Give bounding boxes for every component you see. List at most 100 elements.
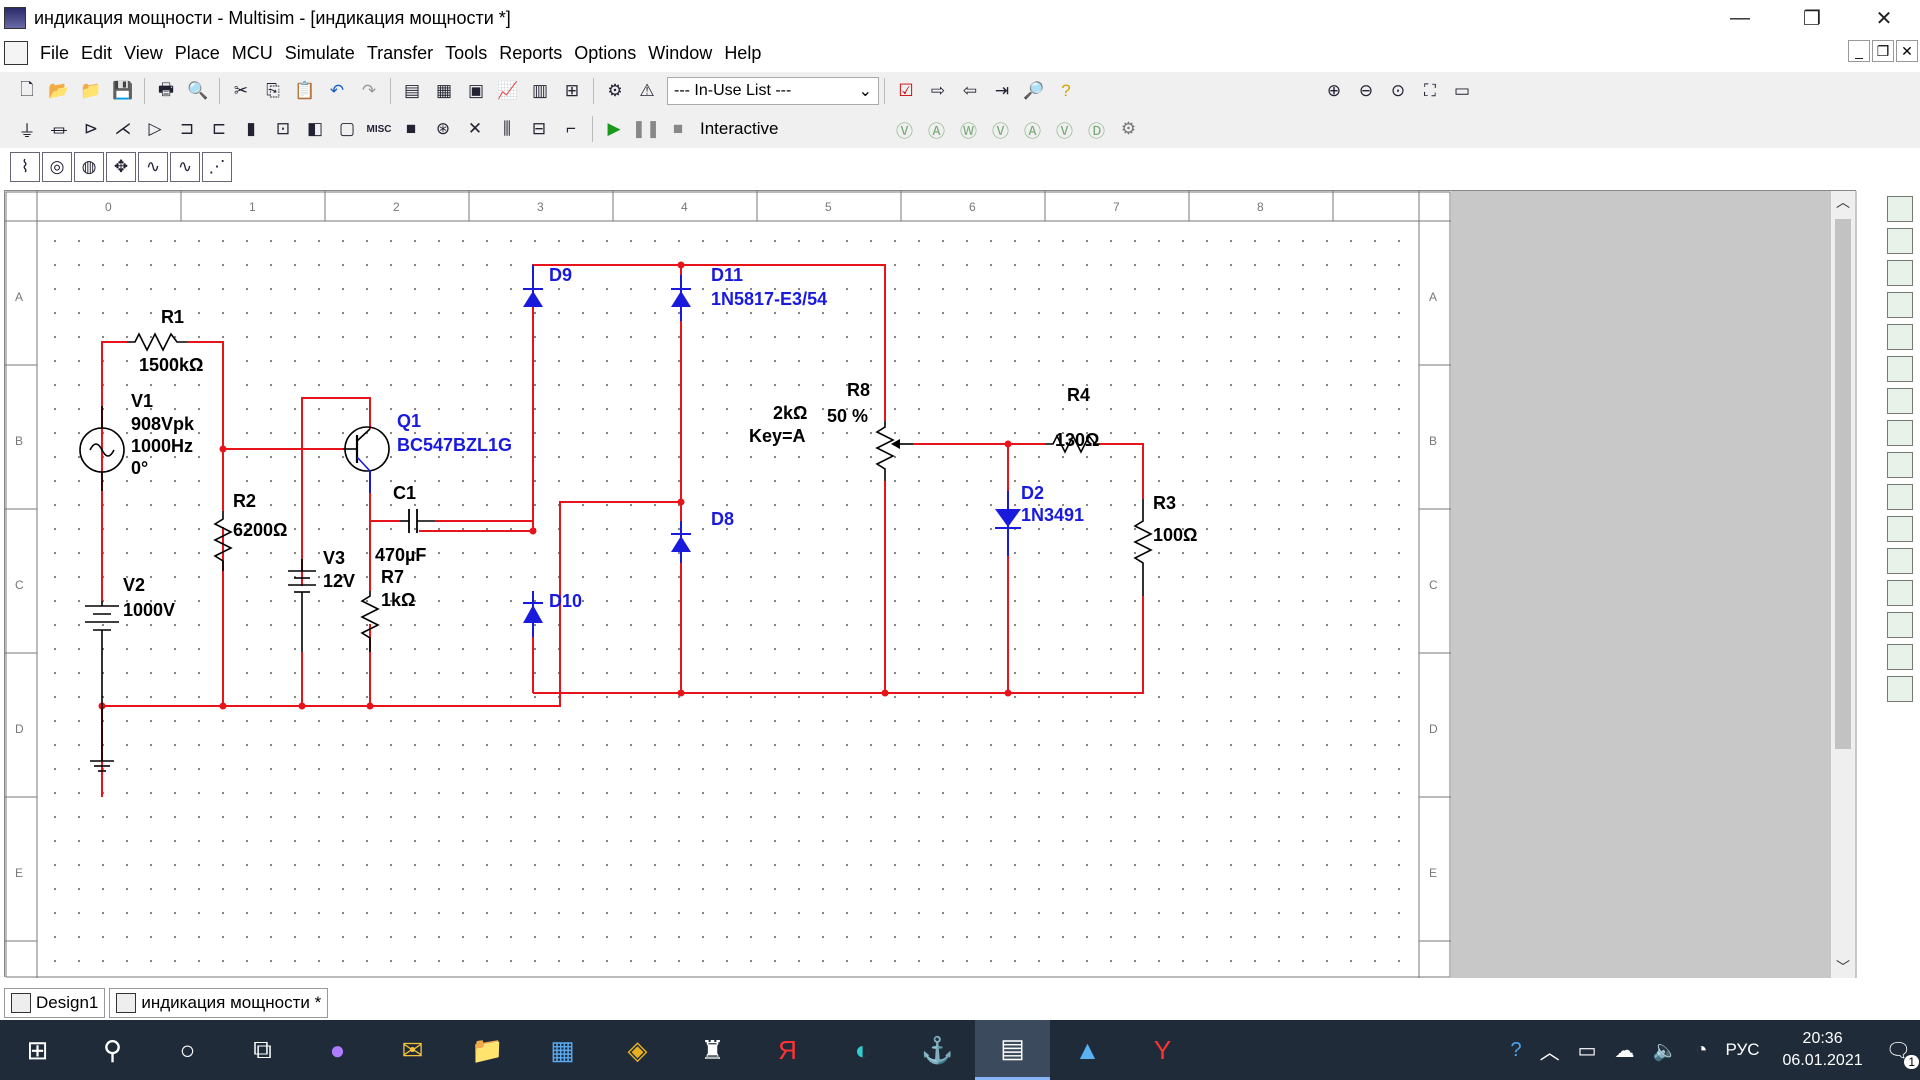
probe-settings-icon[interactable]: ⚙ [1120,119,1137,138]
postprocessor-icon[interactable]: ▥ [531,81,549,100]
wattmeter-icon[interactable] [1887,260,1913,286]
game-launcher-icon[interactable]: ◈ [627,1034,648,1065]
dc-source-v2[interactable]: V2 1000V [85,575,175,706]
resistor-r2[interactable]: R2 6200Ω [213,491,287,571]
backannotate-icon[interactable]: ⇦ [962,81,978,100]
search-icon[interactable]: ⚲ [102,1034,123,1065]
network-analyzer-icon[interactable] [1887,612,1913,638]
analysis-view-icon[interactable]: ∿ [170,152,200,182]
resistor-r4[interactable]: R4 130Ω [1045,385,1100,454]
component-wizard-icon[interactable]: ⚙ [607,81,623,100]
scroll-down-icon[interactable]: ﹀ [1836,959,1850,975]
probe-diff-voltage-icon[interactable]: Ⓥ [991,121,1009,141]
logic-converter-icon[interactable] [1887,452,1913,478]
find-examples-icon[interactable]: 🔎 [1023,81,1045,100]
forward-annotate-icon[interactable]: ⇥ [994,81,1010,100]
ground-symbol[interactable] [90,706,114,772]
menu-simulate[interactable]: Simulate [284,42,355,63]
in-use-list-dropdown[interactable]: --- In-Use List --- ⌄ [667,77,879,105]
cortana-icon[interactable]: ○ [179,1034,196,1065]
mdi-minimize-button[interactable]: _ [1848,40,1870,62]
world-of-warships-icon[interactable]: ⚓ [921,1034,954,1065]
minimize-button[interactable]: — [1730,6,1750,29]
zoom-in-icon[interactable]: ⊕ [1326,81,1342,100]
new-icon[interactable]: 🗋 [20,79,34,99]
erc-icon[interactable]: ☑ [898,81,914,100]
current-probe-icon[interactable] [1887,676,1913,702]
restore-button[interactable]: ❐ [1803,7,1821,30]
toggle-design-toolbox-icon[interactable]: ▤ [403,81,421,100]
menu-tools[interactable]: Tools [445,42,488,63]
wave-view-icon[interactable]: ∿ [138,152,168,182]
edge-icon[interactable]: ◐ [854,1034,871,1065]
electrical-rules-icon[interactable]: ⚠ [639,81,655,100]
full-screen-icon[interactable]: ▭ [1453,81,1471,100]
place-rf-icon[interactable]: ⊛ [435,119,451,138]
diode-d8[interactable]: D8 [671,509,734,563]
menu-file[interactable]: File [40,42,70,63]
menu-options[interactable]: Options [574,42,637,63]
place-basic-icon[interactable]: ⏛ [50,121,68,141]
menu-edit[interactable]: Edit [81,42,113,63]
yandex-browser-icon[interactable]: Y [1153,1034,1172,1065]
input-language[interactable]: РУС [1725,1040,1760,1059]
menu-place[interactable]: Place [174,42,220,63]
mdi-close-button[interactable]: ✕ [1896,40,1918,62]
place-transistor-icon[interactable]: ⋌ [114,119,132,138]
stop-simulation-icon[interactable]: ■ [672,119,684,138]
function-generator-icon[interactable] [1887,228,1913,254]
diode-d11[interactable]: D11 1N5817-E3/54 [671,265,827,321]
frequency-counter-icon[interactable] [1887,388,1913,414]
menu-view[interactable]: View [124,42,163,63]
resistor-r3[interactable]: R3 100Ω [1133,493,1197,596]
place-mcu-icon[interactable]: ▮ [246,119,256,138]
place-advanced-peripherals-icon[interactable]: ■ [405,119,417,138]
alice-icon[interactable]: ● [329,1034,346,1065]
place-misc-icon[interactable]: MISC [366,123,392,135]
menu-help[interactable]: Help [724,42,762,63]
resistor-r1[interactable]: R1 1500kΩ [127,307,204,375]
probe-digital-icon[interactable]: Ⓓ [1087,121,1105,141]
vertical-scrollbar[interactable]: ︿ ﹀ [1831,191,1855,978]
transistor-q1[interactable]: Q1 BC547BZL1G [343,411,512,493]
schematic-canvas[interactable]: 0 1 2 3 4 5 6 7 8 A B C D E A B C D E [5,191,1451,978]
interactive-analysis-label[interactable]: Interactive [700,119,779,138]
place-hierarchical-icon[interactable]: ⊟ [531,119,547,138]
mdi-restore-button[interactable]: ❐ [1872,40,1894,62]
diode-d9[interactable]: D9 [523,265,572,307]
file-explorer-icon[interactable]: 📁 [471,1034,504,1065]
potentiometer-r8[interactable]: R8 2kΩ 50 % Key=A [749,380,913,481]
transfer-ultiboard-icon[interactable]: ⇨ [930,81,946,100]
grapher-view-icon[interactable]: ⌇ [10,152,40,182]
yandex-icon[interactable]: Я [778,1034,797,1065]
distortion-analyzer-icon[interactable] [1887,548,1913,574]
spectrum-analyzer-icon[interactable] [1887,580,1913,606]
four-channel-oscilloscope-icon[interactable] [1887,324,1913,350]
probe-current-icon[interactable]: Ⓐ [927,121,945,141]
spreadsheet-icon[interactable]: ▦ [435,81,453,100]
print-preview-icon[interactable]: 🔍 [187,81,209,100]
menu-window[interactable]: Window [648,42,713,63]
diode-d10[interactable]: D10 [523,591,582,637]
diode-d2[interactable]: D2 1N3491 [995,483,1084,556]
pause-simulation-icon[interactable]: ❚❚ [631,119,661,138]
place-mixed-icon[interactable]: ◧ [306,119,324,138]
notification-icon[interactable]: 🗨1 [1886,1038,1919,1069]
copy-icon[interactable]: ⎘ [266,81,280,100]
resistor-r7[interactable]: R7 1kΩ [360,567,415,652]
labview-instrument-icon[interactable] [1887,644,1913,670]
help-tray-icon[interactable]: ? [1510,1038,1522,1061]
calculator-icon[interactable]: ▦ [550,1034,575,1065]
print-icon[interactable]: 🖶 [157,79,175,99]
open-icon[interactable]: 📂 [48,81,70,100]
place-source-icon[interactable]: ⏚ [18,121,36,141]
plot-view-icon[interactable]: ⋰ [202,152,232,182]
bode-plotter-icon[interactable] [1887,356,1913,382]
place-power-icon[interactable]: ⫼ [503,119,511,138]
grapher-icon[interactable]: 📈 [497,81,519,100]
cursor-view-icon[interactable]: ◎ [42,152,72,182]
paste-icon[interactable]: 📋 [294,81,316,100]
close-button[interactable]: ✕ [1875,7,1893,30]
volume-icon[interactable]: 🔈 [1652,1039,1678,1062]
world-of-tanks-icon[interactable]: ♜ [700,1034,725,1065]
